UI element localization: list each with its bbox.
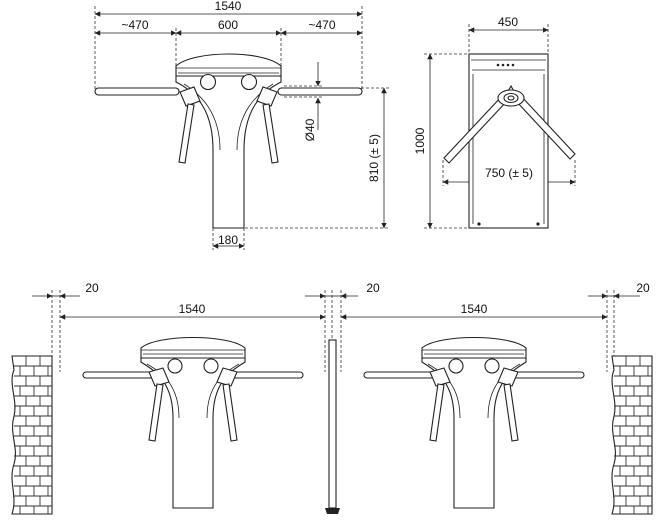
side-view: 450 1000 750 (± 5) [413, 15, 576, 229]
span-left-label: 1540 [179, 302, 206, 316]
gap-middle-label: 20 [366, 281, 380, 295]
installation-view: 20 1540 20 1540 20 [11, 281, 653, 515]
left-brick-wall [11, 355, 53, 515]
installation-dimension-lines [32, 290, 640, 372]
overall-width-label: 1540 [215, 0, 242, 13]
side-top-width-label: 450 [498, 15, 518, 29]
center-width-label: 600 [218, 18, 238, 32]
arm-height-label: 810 (± 5) [367, 134, 381, 182]
arm-right-label: ~470 [308, 18, 335, 32]
arm-left-label: ~470 [121, 18, 148, 32]
side-view-turnstile [443, 53, 576, 229]
front-view: 1540 ~470 600 ~470 Ø40 810 (± 5) 180 [94, 0, 390, 250]
gap-right-label: 20 [636, 281, 650, 295]
arm-diameter-label: Ø40 [303, 118, 317, 141]
gap-left-label: 20 [85, 281, 99, 295]
span-right-label: 1540 [461, 302, 488, 316]
front-view-dimension-lines [94, 6, 390, 250]
front-view-turnstile [94, 53, 363, 229]
left-turnstile [82, 336, 304, 509]
right-turnstile [363, 336, 585, 509]
base-width-label: 180 [218, 233, 238, 247]
side-arm-span-label: 750 (± 5) [485, 166, 533, 180]
side-height-label: 1000 [413, 127, 427, 154]
right-brick-wall [611, 355, 653, 515]
center-post [325, 339, 340, 514]
